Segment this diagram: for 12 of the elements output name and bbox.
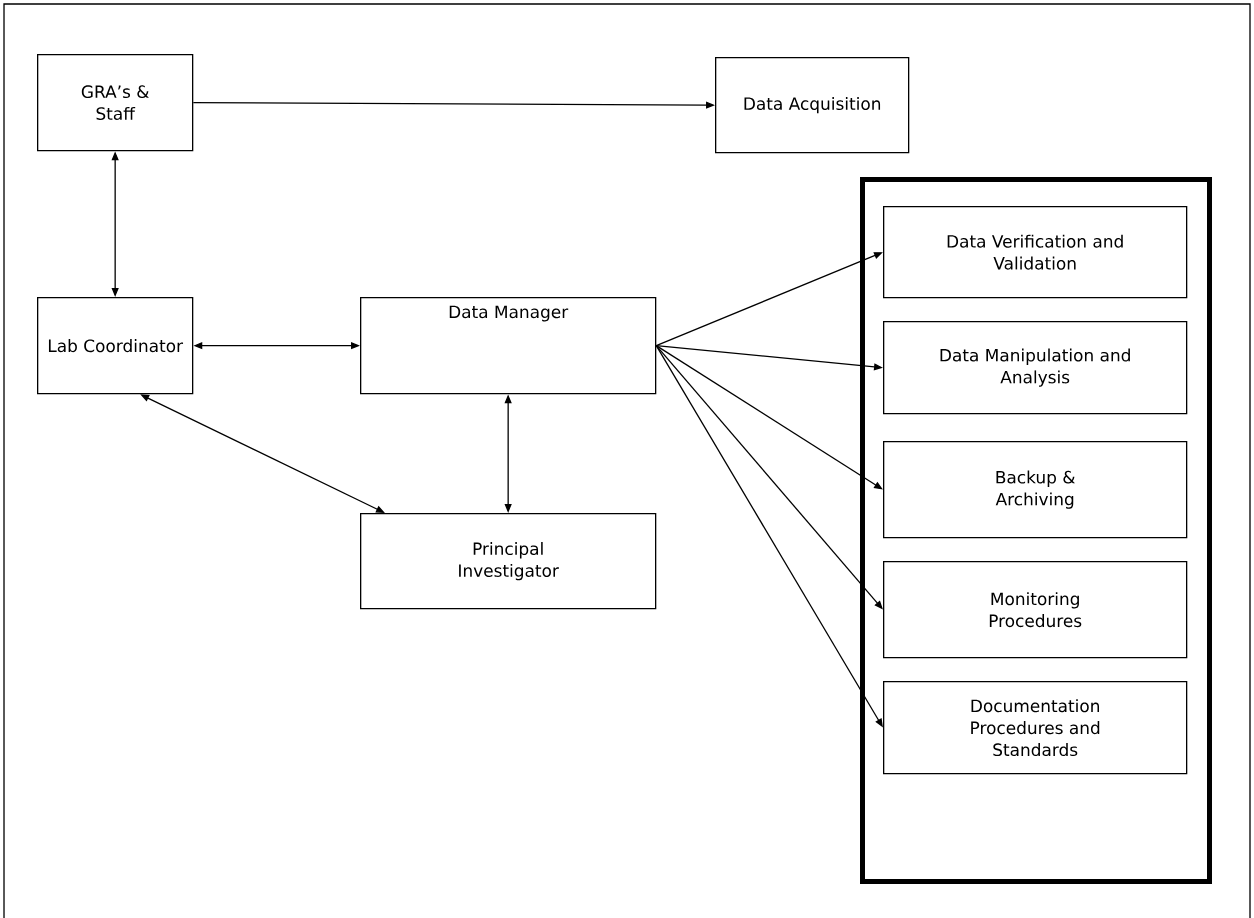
process-box: Data Manipulation and Analysis [883, 321, 1188, 415]
group-box [860, 177, 1212, 884]
process-box: Data Acquisition [715, 57, 910, 154]
process-box: Principal Investigator [360, 513, 657, 610]
process-box: Lab Coordinator [37, 297, 194, 395]
arrow [655, 345, 883, 490]
process-box: GRA’s & Staff [37, 54, 194, 152]
process-box: Backup & Archiving [883, 441, 1188, 539]
process-box: Monitoring Procedures [883, 561, 1188, 659]
process-box: Documentation Procedures and Standards [883, 681, 1188, 775]
process-box: Data Verification and Validation [883, 206, 1188, 299]
process-box: Data Manager [360, 297, 657, 395]
